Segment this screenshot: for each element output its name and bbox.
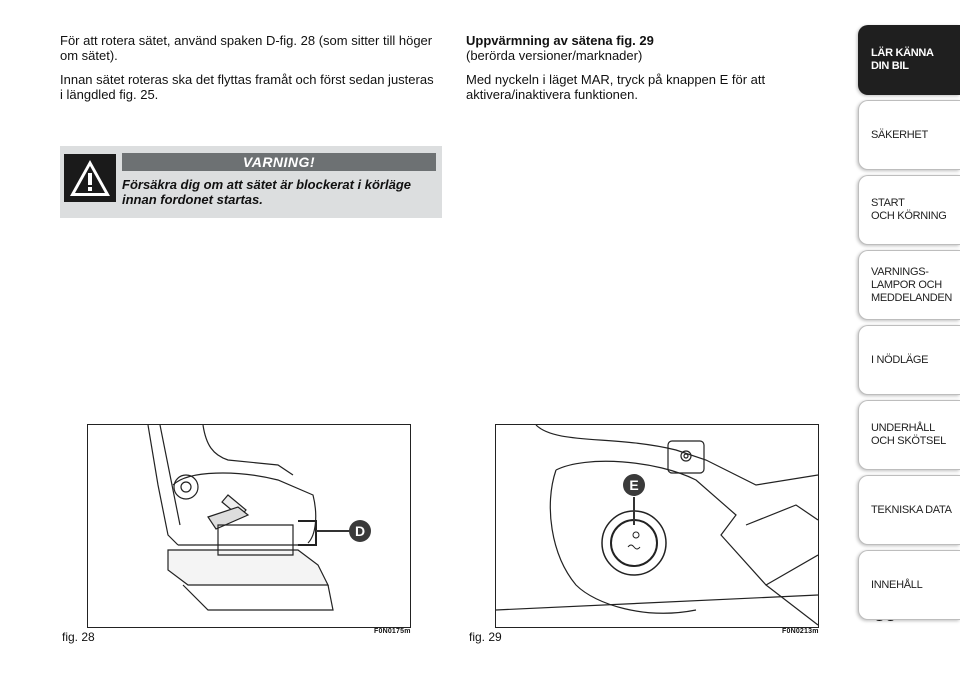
callout-d: D [355,523,365,539]
tab-start-och-korning[interactable]: START OCH KÖRNING [858,175,960,245]
figure-29-code: F0N0213m [782,628,819,635]
figure-seat-lever: D [87,424,411,628]
warning-text: Försäkra dig om att sätet är blockerat i… [122,177,411,207]
figure-29-caption: fig. 29 [469,630,502,644]
figure-28-caption: fig. 28 [62,630,95,644]
tab-i-nodlage[interactable]: I NÖDLÄGE [858,325,960,395]
rotate-seat-paragraph: För att rotera sätet, använd spaken D-fi… [60,33,433,63]
tab-varningslampor[interactable]: VARNINGS- LAMPOR OCH MEDDELANDEN [858,250,960,320]
tab-tekniska-data[interactable]: TEKNISKA DATA [858,475,960,545]
seat-heating-paragraph: Med nyckeln i läget MAR, tryck på knappe… [466,72,766,102]
left-column: För att rotera sätet, använd spaken D-fi… [60,33,440,111]
warning-title: VARNING! [122,153,436,171]
chapter-sidebar: LÄR KÄNNA DIN BIL SÄKERHET START OCH KÖR… [858,25,960,625]
tab-sakerhet[interactable]: SÄKERHET [858,100,960,170]
move-seat-paragraph: Innan sätet roteras ska det flyttas fram… [60,72,434,102]
figure-28-code: F0N0175m [374,628,411,635]
callout-e: E [629,477,638,493]
section-heading: Uppvärmning av sätena fig. 29 [466,33,654,48]
tab-lar-kanna-din-bil[interactable]: LÄR KÄNNA DIN BIL [858,25,960,95]
warning-box: VARNING! Försäkra dig om att sätet är bl… [60,146,442,218]
right-column: Uppvärmning av sätena fig. 29 (berörda v… [466,33,826,111]
warning-triangle-icon [64,154,116,202]
tab-innehall[interactable]: INNEHÅLL [858,550,960,620]
section-subheading: (berörda versioner/marknader) [466,48,643,63]
tab-underhall[interactable]: UNDERHÅLL OCH SKÖTSEL [858,400,960,470]
figure-heating-button: E [495,424,819,628]
